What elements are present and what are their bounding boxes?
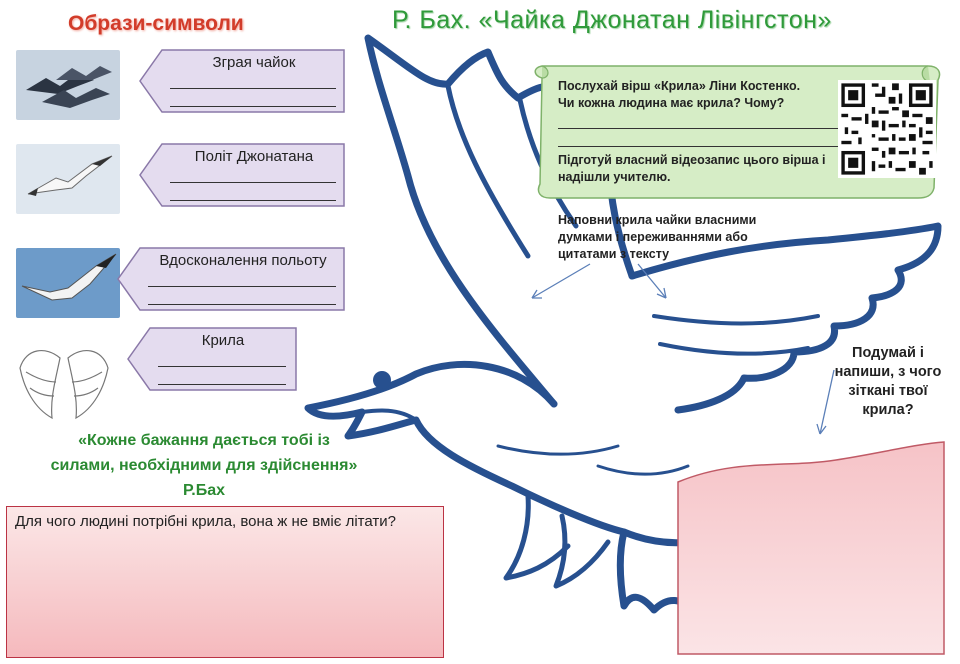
seagull-flock-photo bbox=[16, 50, 120, 120]
answer-line bbox=[170, 182, 336, 183]
poem-task-line2: Чи кожна людина має крила? Чому? bbox=[558, 96, 785, 110]
answer-line bbox=[170, 88, 336, 89]
seagull-flight-photo bbox=[16, 144, 120, 214]
answer-line bbox=[158, 366, 286, 367]
bach-quote: «Кожне бажання дається тобі із силами, н… bbox=[50, 432, 358, 499]
wings-answer-box[interactable] bbox=[676, 438, 946, 656]
think-prompt: Подумай і напиши, з чого зіткані твої кр… bbox=[834, 345, 942, 418]
qr-code-icon[interactable] bbox=[838, 80, 936, 178]
video-task-text: Підготуй власний відеозапис цього вірша … bbox=[558, 153, 826, 184]
poem-task-text: Послухай вірш «Крила» Ліни Костенко. Чи … bbox=[558, 78, 800, 112]
poem-task-line1: Послухай вірш «Крила» Ліни Костенко. bbox=[558, 79, 801, 93]
question-text: Для чого людині потрібні крила, вона ж н… bbox=[15, 513, 396, 530]
symbol-label-text: Вдосконалення польоту bbox=[159, 252, 327, 269]
answer-line bbox=[170, 200, 336, 201]
symbol-label-text: Зграя чайок bbox=[212, 54, 296, 71]
symbol-label-flock: Зграя чайок bbox=[138, 48, 348, 114]
angel-wings-drawing bbox=[16, 338, 112, 424]
answer-line bbox=[158, 384, 286, 385]
symbol-label-text: Крила bbox=[201, 332, 245, 349]
seagull-soaring-photo bbox=[16, 248, 120, 318]
pointer-arrows-icon bbox=[531, 263, 667, 299]
answer-line bbox=[148, 304, 336, 305]
pointer-arrow-icon bbox=[816, 369, 835, 435]
symbol-label-wings: Крила bbox=[126, 326, 298, 392]
question-answer-box[interactable]: Для чого людині потрібні крила, вона ж н… bbox=[6, 506, 444, 658]
symbol-label-jonathan-flight: Політ Джонатана bbox=[138, 142, 348, 208]
answer-line bbox=[558, 146, 838, 147]
page-title: Р. Бах. «Чайка Джонатан Лівінгстон» bbox=[392, 6, 832, 34]
symbol-label-flight-improvement: Вдосконалення польоту bbox=[116, 246, 348, 312]
answer-line bbox=[148, 286, 336, 287]
symbol-label-text: Політ Джонатана bbox=[194, 148, 314, 165]
answer-line bbox=[170, 106, 336, 107]
wing-instruction: Наповни крила чайки власними думками і п… bbox=[558, 213, 757, 261]
answer-line bbox=[558, 128, 838, 129]
section-title: Образи-символи bbox=[68, 12, 244, 35]
